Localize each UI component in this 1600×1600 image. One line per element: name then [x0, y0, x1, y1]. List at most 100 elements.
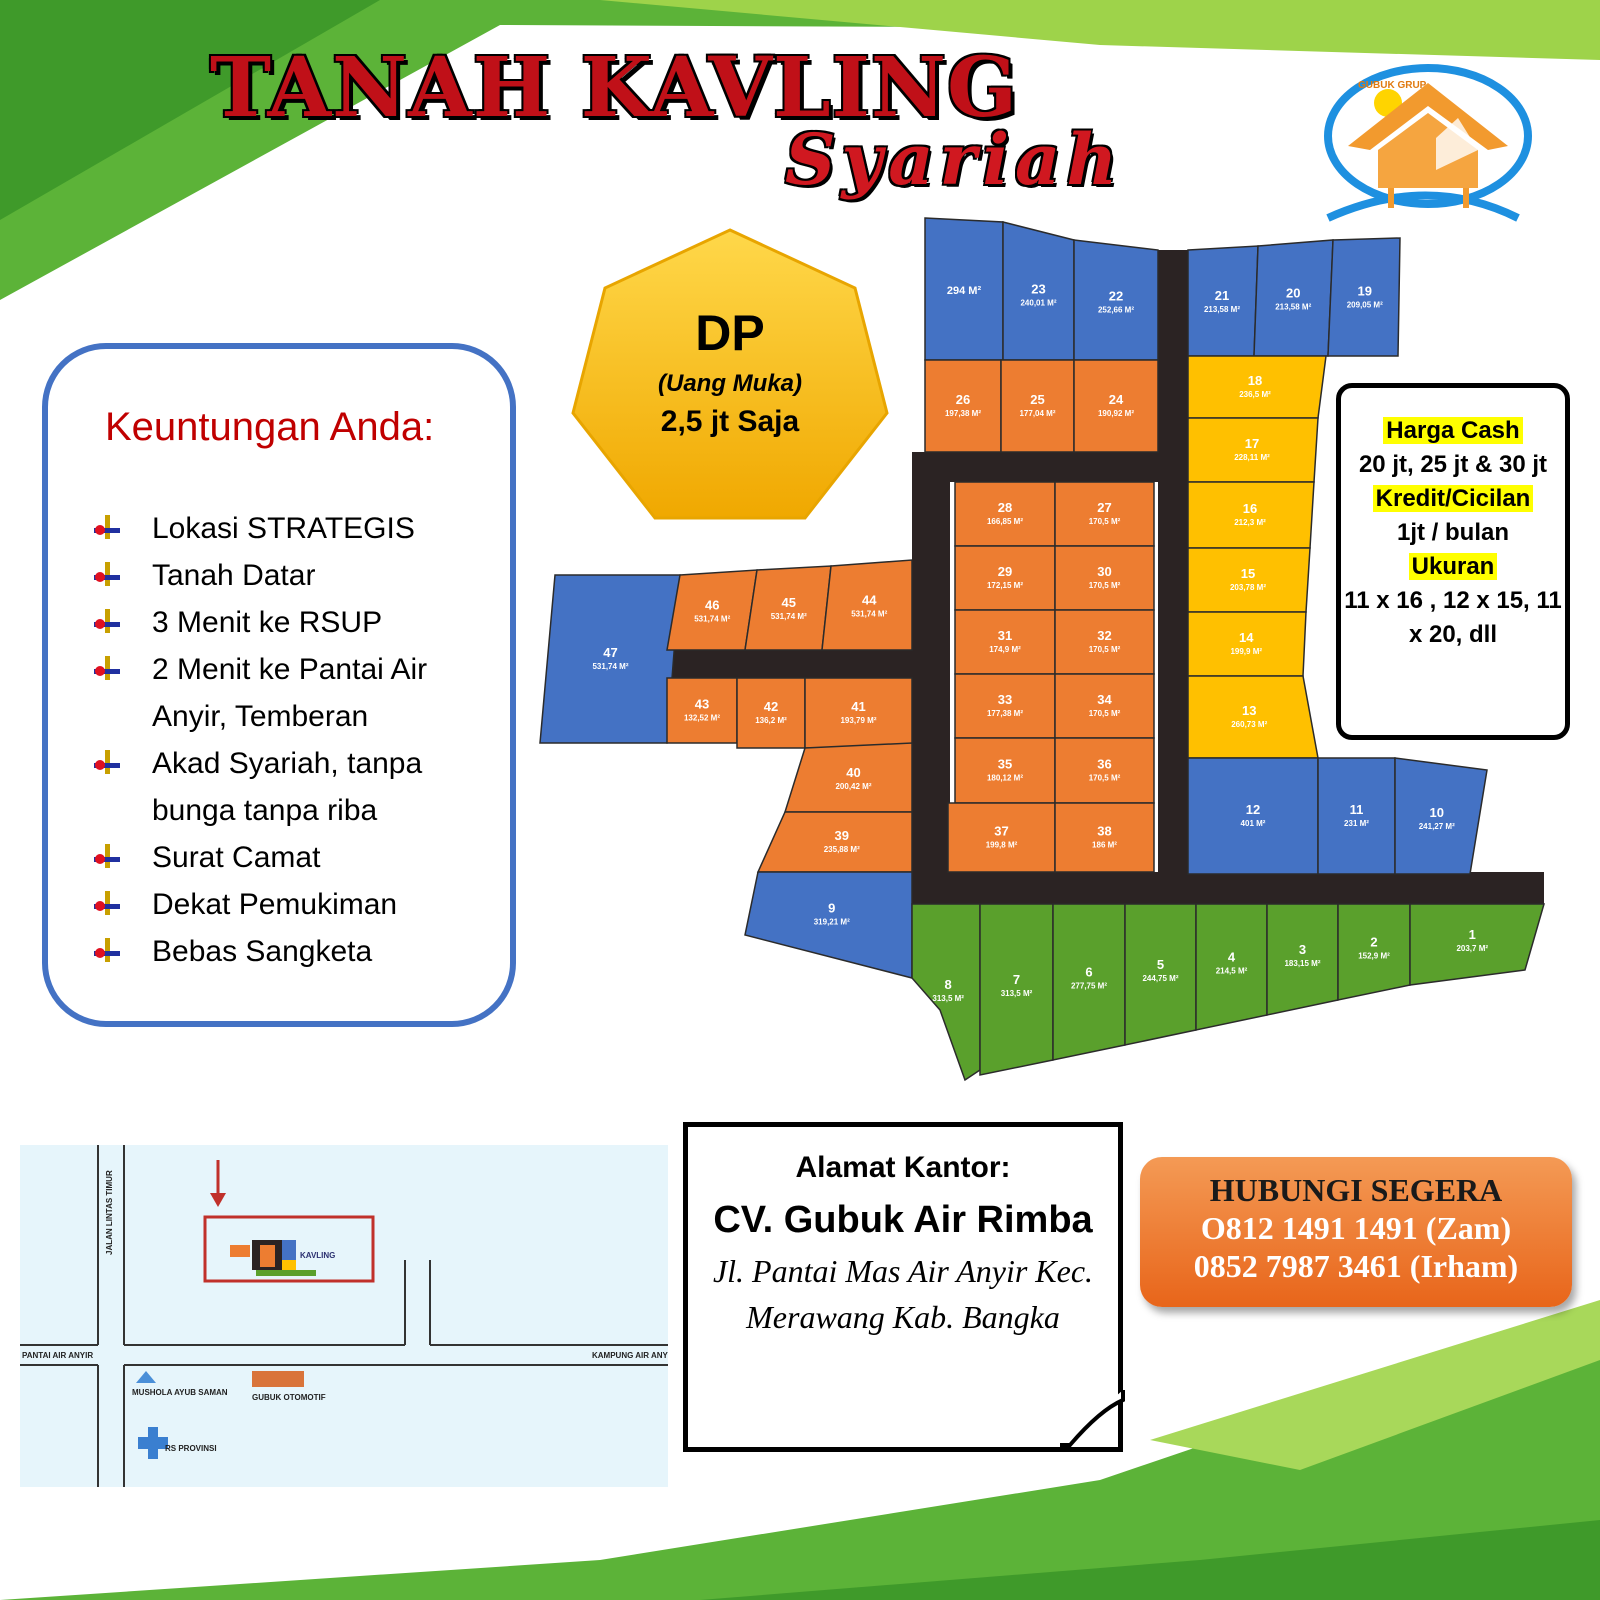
- plot-area: 531,74 M²: [694, 614, 730, 623]
- plot-area: 209,05 M²: [1347, 301, 1383, 310]
- plot-area: 203,7 M²: [1456, 944, 1488, 953]
- location-map: KAVLING JALAN LINTAS TIMUR PANTAI AIR AN…: [20, 1145, 668, 1487]
- plot-area: 531,74 M²: [592, 662, 628, 671]
- contact-title: HUBUNGI SEGERA: [1209, 1172, 1503, 1208]
- page-subtitle: Syariah: [785, 118, 1124, 201]
- plot-22[interactable]: 22 252,66 M²: [1073, 239, 1159, 361]
- plot-area: 166,85 M²: [987, 517, 1023, 526]
- plot-area: 252,66 M²: [1098, 306, 1134, 315]
- plot-23[interactable]: 23 240,01 M²: [1002, 221, 1075, 361]
- benefit-item: Bebas Sangketa: [92, 928, 492, 975]
- bullet-icon: [94, 750, 120, 774]
- size-label: Ukuran: [1408, 553, 1498, 580]
- plot-area: 401 M²: [1241, 819, 1266, 828]
- plot-area: 170,5 M²: [1089, 645, 1121, 654]
- bullet-icon: [94, 562, 120, 586]
- plot-number: 23: [1031, 282, 1045, 297]
- plot-area: 170,5 M²: [1089, 709, 1121, 718]
- plot-28[interactable]: 28 166,85 M²: [954, 481, 1056, 547]
- plot-area: 531,74 M²: [771, 612, 807, 621]
- plot-number: 37: [994, 824, 1008, 839]
- plot-shape: [911, 903, 981, 1082]
- plot-area: 240,01 M²: [1020, 299, 1056, 308]
- plot-number: 1: [1469, 927, 1476, 942]
- plot-number: 8: [945, 977, 952, 992]
- dp-text: DP (Uang Muka) 2,5 jt Saja: [565, 300, 895, 442]
- size-value: 11 x 16 , 12 x 15, 11 x 20, dll: [1344, 587, 1562, 648]
- plot-unnumbered[interactable]: 294 M²: [924, 217, 1004, 361]
- plot-number: 10: [1430, 805, 1444, 820]
- benefit-item: Surat Camat: [92, 834, 492, 881]
- office-name: CV. Gubuk Air Rimba: [713, 1199, 1093, 1241]
- plot-number: 16: [1243, 501, 1257, 516]
- benefits-list: Lokasi STRATEGIS Tanah Datar 3 Menit ke …: [92, 505, 492, 975]
- plot-area: 136,2 M²: [755, 716, 787, 725]
- plot-area: 170,5 M²: [1089, 581, 1121, 590]
- gubuk-grup-logo: GUBUK GRUP: [1324, 64, 1532, 222]
- plot-number: 3: [1299, 942, 1306, 957]
- contact-panel[interactable]: HUBUNGI SEGERA O812 1491 1491 (Zam) 0852…: [1140, 1157, 1572, 1307]
- plot-1[interactable]: 1 203,7 M²: [1409, 903, 1545, 986]
- plot-area: 235,88 M²: [824, 845, 860, 854]
- contact-phone-1[interactable]: O812 1491 1491 (Zam): [1200, 1210, 1512, 1246]
- plot-number: 18: [1248, 373, 1262, 388]
- plot-number: 22: [1109, 289, 1123, 304]
- plot-area: 197,38 M²: [945, 409, 981, 418]
- plot-number: 28: [998, 500, 1012, 515]
- plot-shape: [1394, 757, 1488, 875]
- plot-number: 12: [1246, 802, 1260, 817]
- contact-phone-2[interactable]: 0852 7987 3461 (Irham): [1193, 1248, 1519, 1284]
- plot-12[interactable]: 12 401 M²: [1187, 757, 1319, 875]
- plot-area: 244,75 M²: [1142, 974, 1178, 983]
- plot-area: 231 M²: [1344, 819, 1369, 828]
- benefit-item: Lokasi STRATEGIS: [92, 505, 492, 552]
- plot-area: 177,04 M²: [1019, 409, 1055, 418]
- bullet-icon: [94, 656, 120, 680]
- plot-area: 200,42 M²: [835, 782, 871, 791]
- plot-number: 4: [1228, 949, 1236, 964]
